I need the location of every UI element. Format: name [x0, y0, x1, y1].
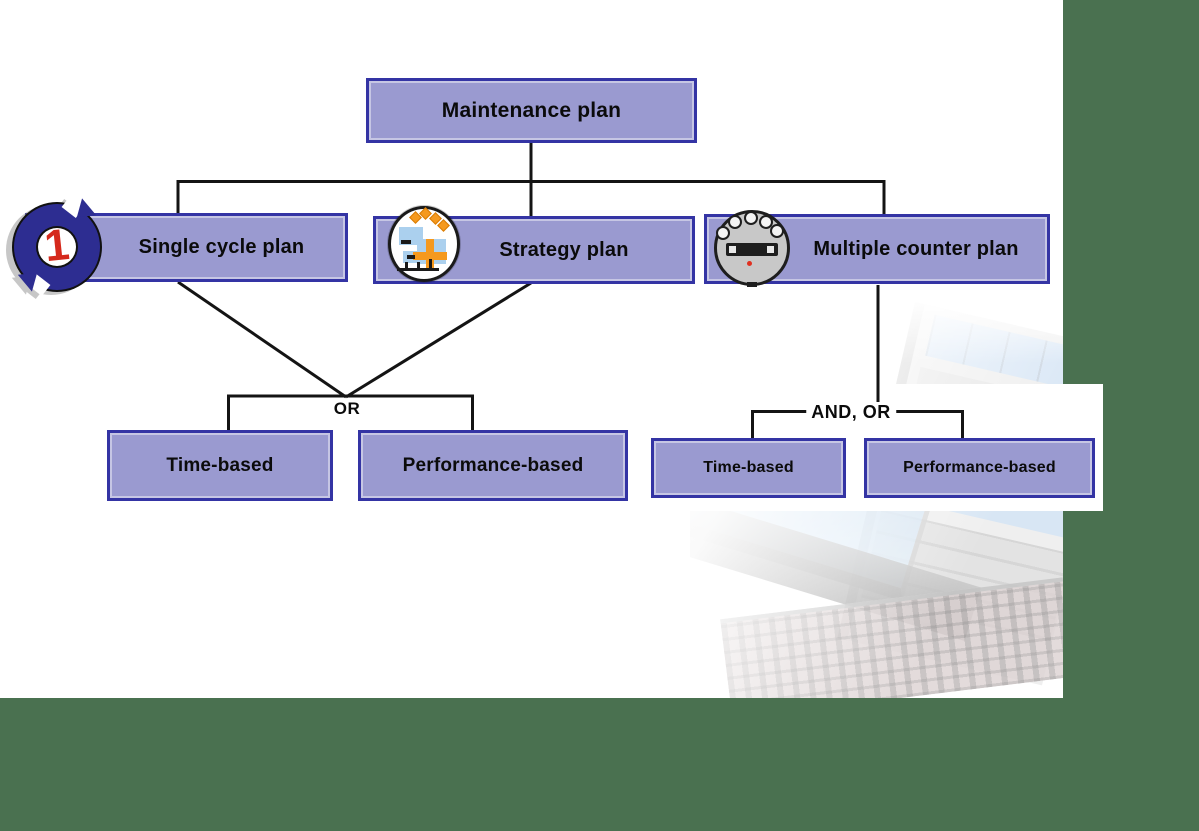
- counter-icon-knob: [744, 211, 758, 225]
- node-maintenance-plan: Maintenance plan: [366, 78, 697, 143]
- node-time-based-left-label: Time-based: [166, 454, 274, 476]
- strategy-icon: [388, 206, 460, 282]
- strategy-icon-tick: [429, 259, 432, 271]
- counter-icon-knob: [716, 226, 730, 240]
- cycle-count-badge: 1: [42, 219, 72, 272]
- strategy-icon-tick: [405, 262, 408, 271]
- counter-icon: [712, 208, 792, 288]
- node-time-based-right-label: Time-based: [703, 459, 794, 476]
- node-single-cycle-plan-label: Single cycle plan: [138, 236, 305, 258]
- strategy-icon-plus: [426, 239, 434, 269]
- node-performance-based-right-label: Performance-based: [903, 459, 1056, 476]
- cycle-icon-center: [38, 228, 76, 266]
- counter-icon-knob: [770, 224, 784, 238]
- node-strategy-plan-label: Strategy plan: [499, 238, 629, 261]
- cycle-icon: 1: [12, 195, 102, 297]
- counter-icon-display: [726, 243, 778, 256]
- node-performance-based-left: Performance-based: [358, 430, 628, 501]
- node-performance-based-left-label: Performance-based: [402, 454, 584, 476]
- or-junction-label: OR: [328, 399, 366, 419]
- node-time-based-left: Time-based: [107, 430, 333, 501]
- strategy-icon-dash: [401, 240, 411, 244]
- strategy-icon-tick: [417, 262, 420, 271]
- counter-icon-display-digit: [729, 246, 736, 253]
- node-performance-based-right: Performance-based: [864, 438, 1095, 498]
- counter-icon-knob: [728, 215, 742, 229]
- node-maintenance-plan-label: Maintenance plan: [441, 98, 622, 122]
- and-or-junction-label: AND, OR: [806, 402, 896, 423]
- counter-icon-display-digit: [767, 246, 774, 253]
- counter-icon-notch: [747, 282, 757, 287]
- counter-icon-red-dot: [747, 261, 752, 266]
- strategy-icon-dash: [407, 255, 415, 259]
- node-time-based-right: Time-based: [651, 438, 846, 498]
- node-multiple-counter-plan-label: Multiple counter plan: [813, 237, 1019, 260]
- background-bottom-band: [0, 698, 1199, 831]
- counter-icon-knob: [759, 215, 773, 229]
